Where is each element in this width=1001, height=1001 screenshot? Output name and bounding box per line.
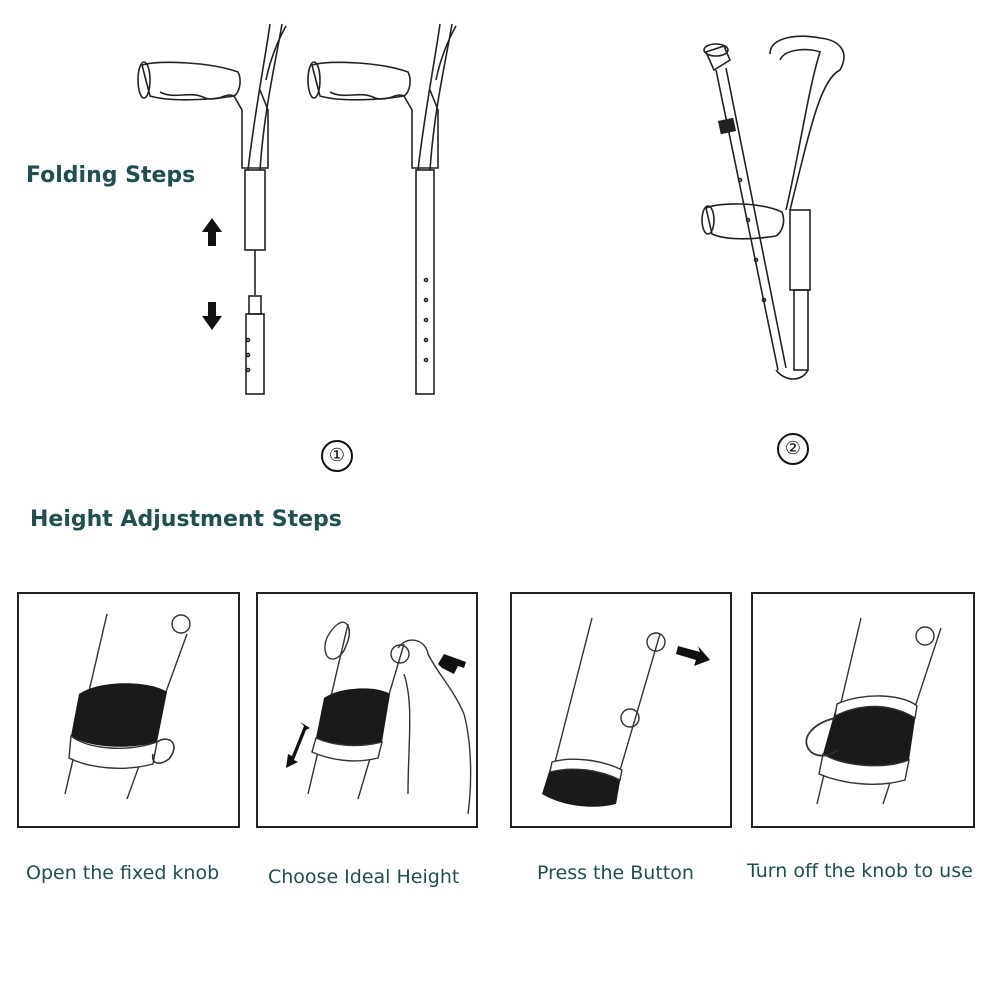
arrow-right-icon bbox=[676, 646, 710, 666]
folding-steps-title: Folding Steps bbox=[26, 163, 196, 188]
step-panel-choose-height bbox=[256, 592, 478, 828]
caption-choose-ideal-height: Choose Ideal Height bbox=[268, 866, 460, 888]
step-number-1: ① bbox=[321, 440, 353, 472]
arrow-down-icon bbox=[202, 302, 222, 330]
caption-press-button: Press the Button bbox=[537, 862, 694, 884]
arrow-left-icon bbox=[438, 654, 466, 674]
caption-open-fixed-knob: Open the fixed knob bbox=[26, 862, 220, 884]
crutch-assembled-illustration bbox=[307, 23, 457, 395]
crutch-folded-illustration bbox=[701, 35, 845, 380]
double-arrow-icon bbox=[286, 722, 310, 768]
crutch-separated-illustration bbox=[137, 23, 287, 395]
step-panel-press-button bbox=[510, 592, 732, 828]
step-panel-turn-off-knob bbox=[751, 592, 975, 828]
step-number-2: ② bbox=[777, 433, 809, 465]
step-panel-open-knob bbox=[17, 592, 240, 828]
arrow-up-icon bbox=[202, 218, 222, 246]
height-adjustment-title: Height Adjustment Steps bbox=[30, 507, 342, 532]
caption-turn-off-knob: Turn off the knob to use bbox=[747, 860, 973, 882]
